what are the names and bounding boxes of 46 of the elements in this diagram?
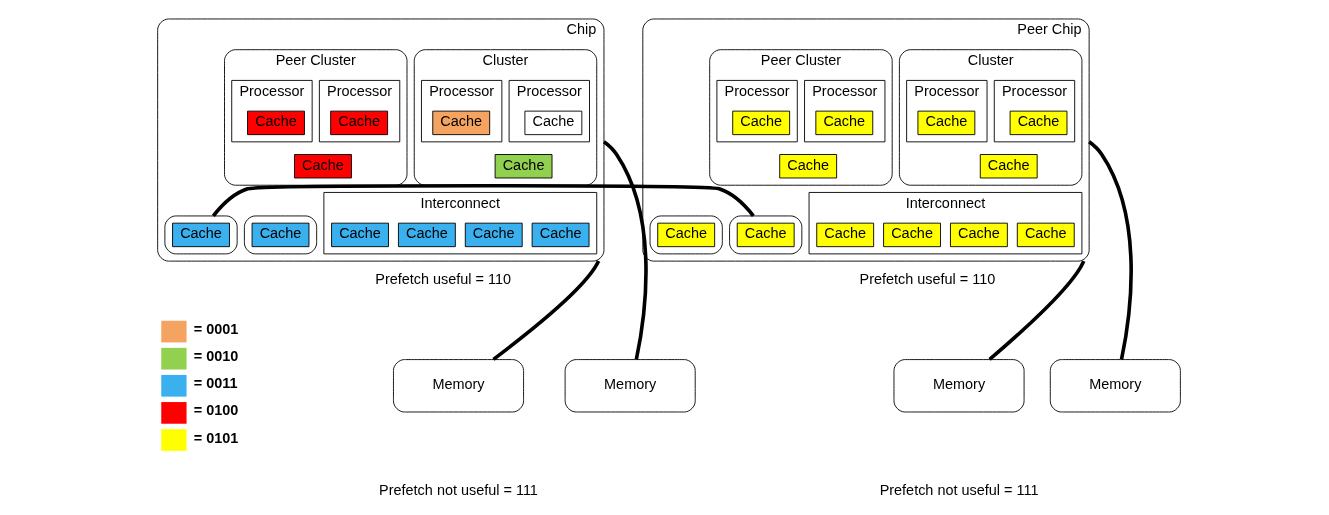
- node-box: Cache: [736, 222, 795, 248]
- node-box: Cache: [464, 222, 523, 248]
- connector: [492, 260, 601, 361]
- node-box: Cache: [883, 222, 941, 248]
- cluster: [164, 215, 238, 255]
- label: Prefetch not useful = 111: [879, 481, 1039, 498]
- node-box: Cache: [917, 110, 976, 136]
- node-box: Cache: [331, 222, 389, 248]
- cluster: [243, 215, 318, 255]
- legend-label: = 0011: [193, 375, 238, 392]
- node-box: Cache: [979, 154, 1038, 179]
- node-box: Cache: [1009, 110, 1068, 136]
- legend-label: = 0101: [193, 429, 239, 446]
- connector: [602, 140, 648, 360]
- node-box: Cache: [950, 222, 1008, 248]
- cluster: [649, 215, 723, 255]
- node-box: Cache: [732, 110, 791, 136]
- legend-label: = 0001: [193, 321, 239, 338]
- node-box: Cache: [251, 222, 310, 248]
- node-box: Cache: [294, 154, 352, 179]
- connector: [1088, 140, 1133, 360]
- node-box: Cache: [524, 110, 583, 136]
- node-box: Cache: [398, 222, 456, 248]
- connector: [211, 184, 755, 218]
- node-box: Memory: [1049, 359, 1181, 413]
- node-box: Cache: [816, 222, 875, 248]
- label: Prefetch useful = 110: [859, 270, 996, 287]
- connector: [988, 260, 1086, 361]
- node-box: Cache: [172, 222, 230, 248]
- node-box: Cache: [330, 110, 389, 136]
- legend-label: = 0010: [193, 348, 239, 365]
- node-box: Cache: [657, 222, 716, 248]
- legend-label: = 0100: [193, 402, 239, 419]
- node-box: Cache: [494, 154, 553, 179]
- node-box: Cache: [247, 110, 305, 136]
- label: Prefetch useful = 110: [375, 270, 512, 287]
- node-box: Cache: [531, 222, 590, 248]
- node-box: Memory: [564, 359, 696, 413]
- label: Prefetch not useful = 111: [379, 481, 538, 498]
- node-box: Memory: [893, 359, 1025, 413]
- node-box: Cache: [815, 110, 874, 136]
- cluster: [729, 215, 803, 255]
- node-box: Cache: [432, 110, 491, 136]
- node-box: Cache: [779, 154, 838, 179]
- node-box: Memory: [393, 359, 524, 413]
- node-box: Cache: [1016, 222, 1075, 248]
